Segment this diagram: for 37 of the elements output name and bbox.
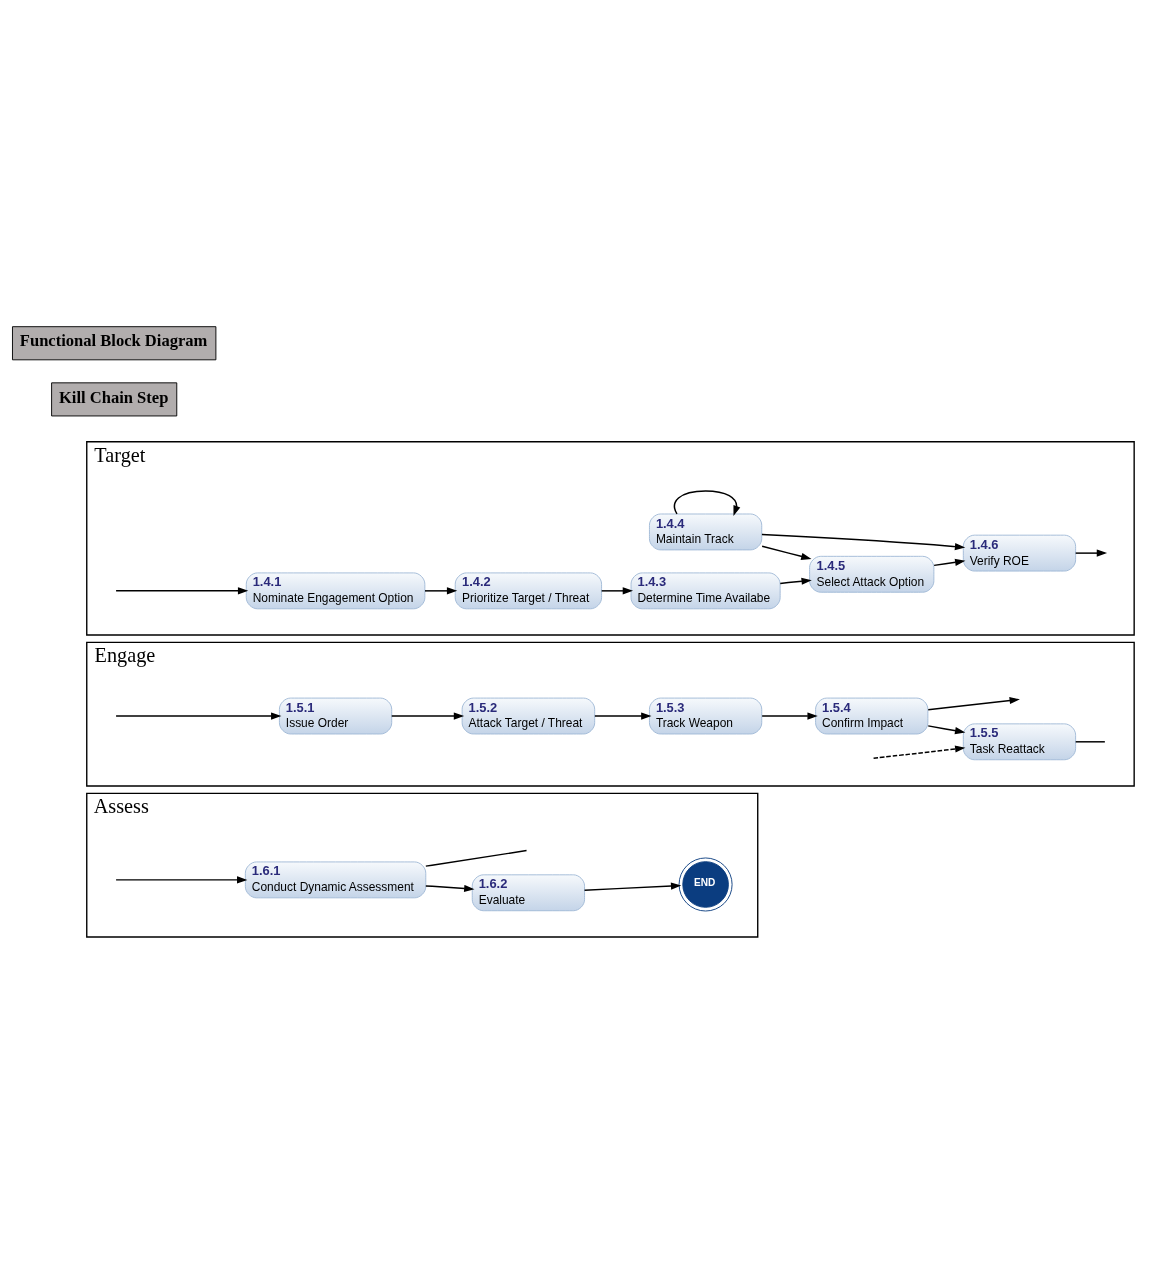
connector [1074, 741, 1106, 743]
arrow [927, 725, 966, 735]
arrow [927, 696, 1020, 711]
arrow [1074, 549, 1108, 557]
node-box: 1.4.6 Verify ROE [962, 534, 1077, 572]
arrow [425, 884, 475, 893]
arrow [424, 587, 458, 595]
node-box: 1.5.3 Track Weapon [649, 697, 763, 735]
arrow [933, 558, 966, 567]
arrow [391, 712, 465, 720]
node-box: 1.4.4 Maintain Track [649, 513, 763, 551]
arrow [872, 745, 966, 759]
arrow [115, 876, 248, 884]
arrow [761, 533, 966, 551]
label: Functional Block Diagram [19, 331, 208, 351]
node-box: 1.5.1 Issue Order [278, 697, 393, 735]
label: Kill Chain Step [58, 387, 169, 407]
arrow [115, 587, 249, 595]
node-box: 1.4.1 Nominate Engagement Option [245, 572, 426, 610]
node-box: 1.5.4 Confirm Impact [815, 697, 929, 735]
node-box: 1.5.5 Task Reattack [962, 723, 1077, 761]
node-box: 1.6.2 Evaluate [471, 874, 585, 912]
node-box: 1.5.2 Attack Target / Threat [461, 697, 596, 735]
node-box: 1.6.1 Conduct Dynamic Assessment [244, 861, 427, 899]
arrow [761, 712, 818, 720]
arrow [779, 577, 812, 585]
node-circle: END [678, 857, 733, 912]
arrow [583, 882, 682, 891]
arrow [115, 712, 282, 720]
node-box: 1.4.2 Prioritize Target / Threat [454, 572, 603, 610]
arrow [761, 545, 812, 560]
node-box: 1.4.3 Determine Time Availabe [630, 572, 781, 610]
arrow [600, 587, 634, 595]
arrow [594, 712, 652, 720]
connector [425, 849, 528, 867]
node-box: 1.4.5 Select Attack Option [809, 555, 935, 593]
arrow [673, 490, 741, 516]
